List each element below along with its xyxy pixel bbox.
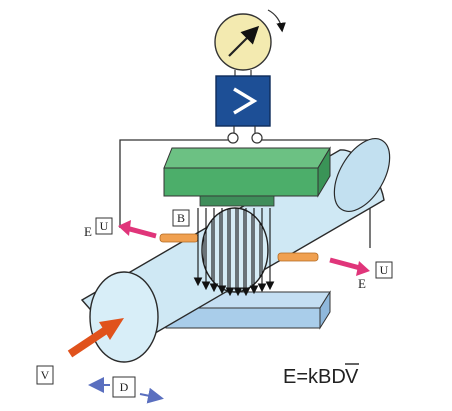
svg-text:B: B (177, 211, 185, 225)
left-electrode (159, 233, 199, 243)
svg-text:U: U (380, 263, 389, 277)
formula-overbar-letter: V (345, 366, 359, 388)
right-electrode (277, 252, 319, 262)
label-d: D (112, 376, 136, 398)
label-b: B (172, 209, 190, 227)
emf-arrow-right (329, 257, 361, 271)
pipe-opening (89, 271, 159, 363)
amplifier-icon (215, 75, 271, 144)
measuring-section (201, 207, 269, 293)
svg-text:U: U (100, 219, 109, 233)
magnetic-field-lines (193, 208, 275, 297)
label-e-left: E (84, 224, 92, 239)
terminal-left (227, 132, 239, 144)
gauge-icon (214, 9, 286, 76)
svg-text:D: D (120, 380, 129, 394)
terminal-right (251, 132, 263, 144)
emf-arrow-left (125, 225, 157, 239)
top-magnet (163, 146, 331, 207)
label-u-left: U (95, 217, 113, 235)
svg-text:V: V (41, 368, 50, 382)
formula: E=kBD V (283, 363, 359, 388)
label-v: V (36, 365, 54, 385)
diameter-dimension (88, 377, 164, 404)
label-e-right: E (358, 276, 366, 291)
svg-text:E=kBD: E=kBD (283, 366, 346, 388)
flow-arrow (67, 326, 109, 358)
label-u-right: U (375, 261, 393, 279)
